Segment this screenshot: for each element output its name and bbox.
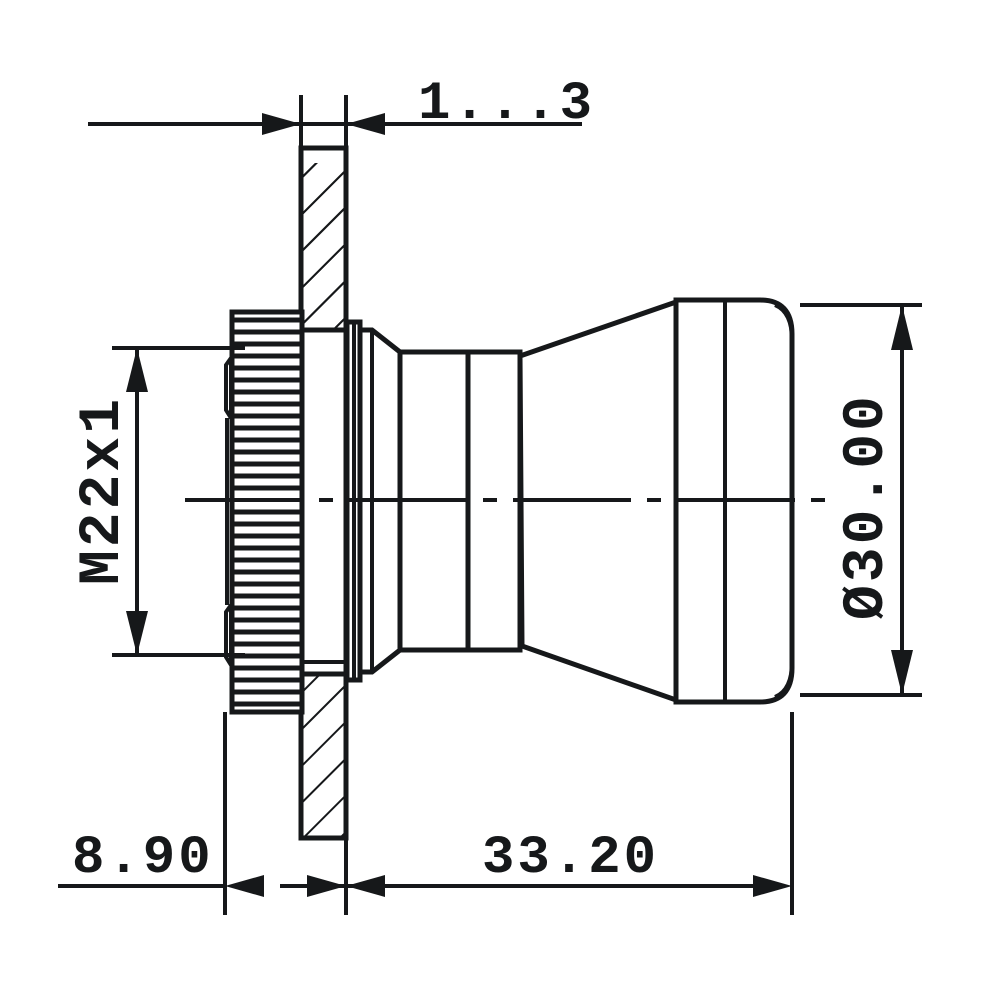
- arrow-panel-left: [262, 113, 301, 135]
- knurl-tab-upper: [224, 351, 233, 425]
- panel-hatch-lower: [301, 674, 346, 838]
- arrow-dia-top: [891, 305, 913, 350]
- dim-label-front-projection: 33.20: [482, 828, 659, 889]
- drawing-geometry: 1...3 M22x1 Ø30.00 8.90 33.20: [58, 74, 922, 915]
- arrow-dia-bottom: [891, 650, 913, 695]
- dimension-behind-panel: [58, 712, 348, 915]
- arrow-m22-top: [126, 348, 148, 392]
- arrow-890-left: [225, 875, 264, 897]
- dim-label-head-diameter: Ø30.00: [835, 393, 900, 620]
- dimension-thread-m22: [112, 346, 245, 657]
- arrow-m22-bottom: [126, 611, 148, 655]
- panel-hatch-upper-visible: [301, 163, 346, 330]
- dim-label-behind-panel: 8.90: [72, 828, 214, 889]
- dim-label-thread-m22: M22x1: [71, 396, 136, 585]
- arrow-panel-right: [346, 113, 385, 135]
- dimension-head-diameter: [800, 303, 922, 697]
- knurl-teeth: [233, 317, 301, 707]
- arrow-3320-left: [346, 875, 385, 897]
- dimension-panel-thickness: [88, 95, 582, 175]
- knurled-locking-ring: [224, 309, 305, 715]
- dim-label-panel-thickness: 1...3: [418, 74, 595, 135]
- arrow-3320-right: [753, 875, 792, 897]
- arrow-890-right: [307, 875, 346, 897]
- knurl-tab-lower: [224, 598, 233, 672]
- dimension-front-projection: [346, 712, 794, 915]
- panel-section: [298, 145, 349, 841]
